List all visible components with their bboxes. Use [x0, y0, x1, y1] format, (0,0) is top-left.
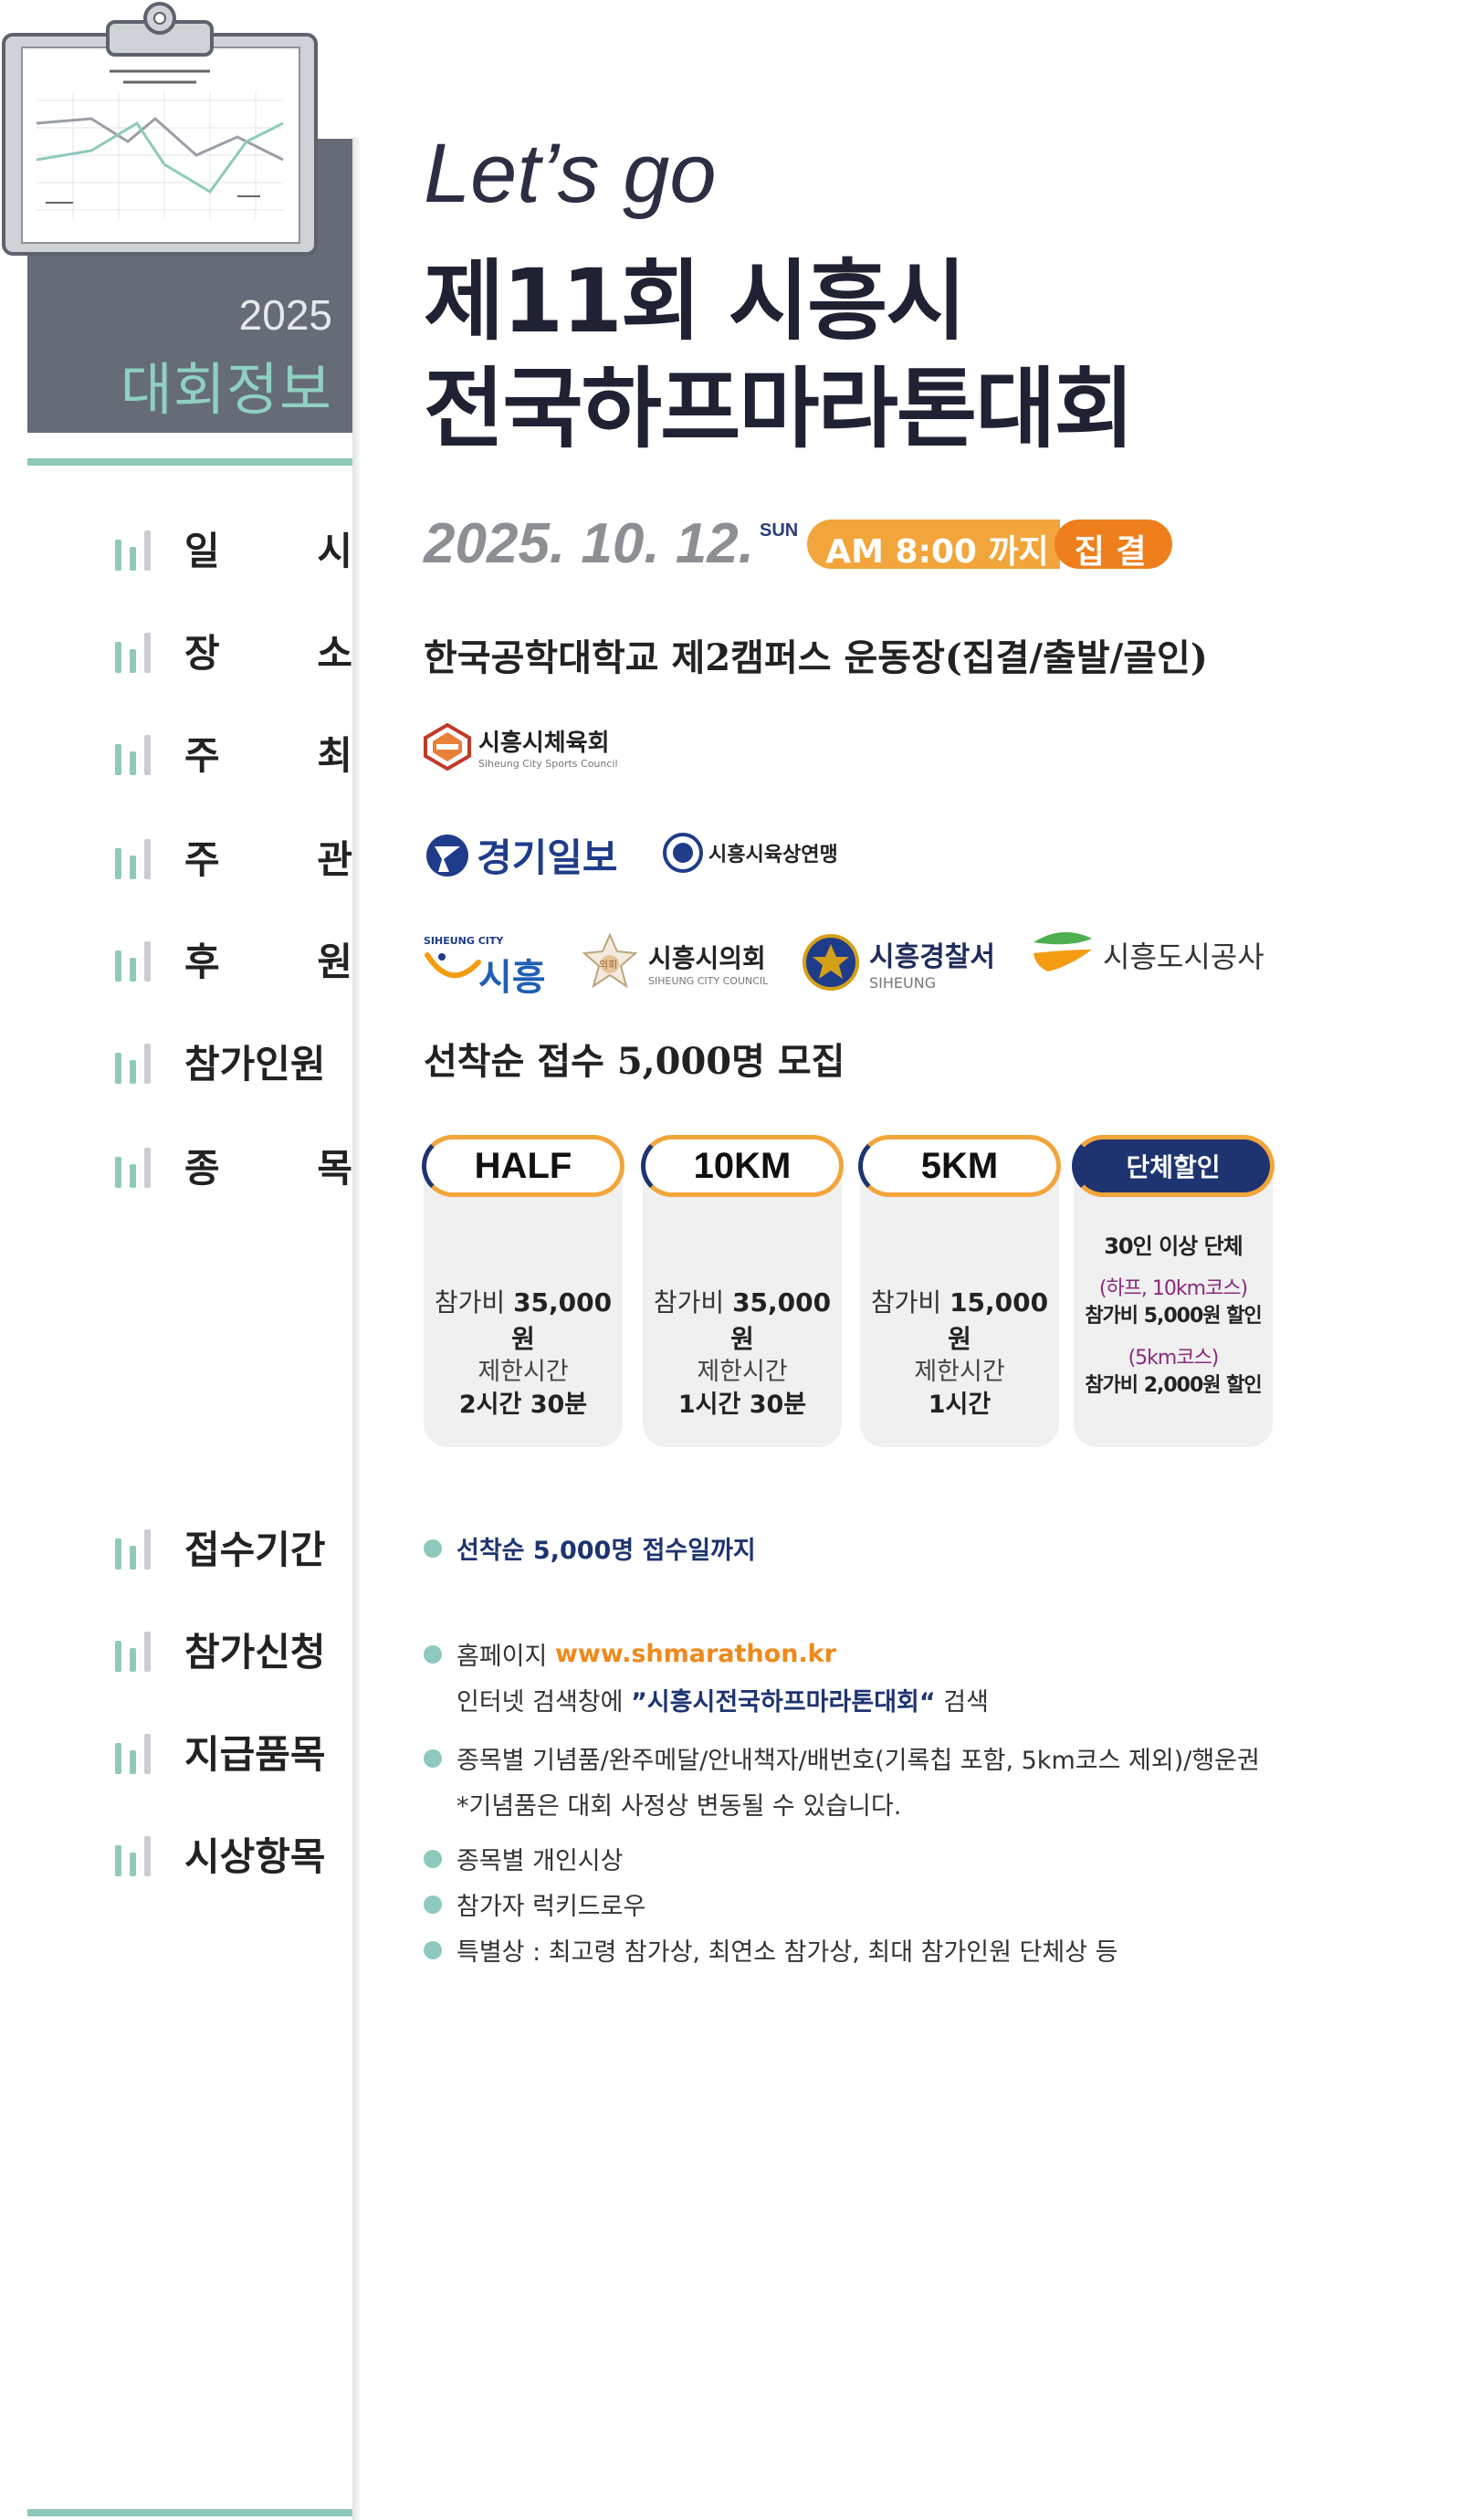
bullet-dot	[424, 1849, 442, 1868]
newspaper-emblem-icon	[426, 834, 468, 877]
sidebar-bottom-divider	[27, 2509, 352, 2516]
sponsor-council-logo: 의회 시흥시의회 SIHEUNG CITY COUNCIL	[581, 932, 769, 992]
application-search-hint: 인터넷 검색창에 ”시흥시전국하프마라톤대회“ 검색	[456, 1688, 989, 1717]
athletics-federation-name: 시흥시육상연맹	[708, 844, 838, 866]
event-title-line1: 제11회 시흥시	[424, 250, 967, 352]
council-seal-text: 의회	[599, 959, 618, 971]
council-name: 시흥시의회	[648, 942, 766, 973]
label-participants: 참가인원	[115, 1034, 352, 1088]
group-discount-title: 30인 이상 단체	[1104, 1234, 1243, 1259]
bar-icon	[115, 627, 159, 673]
bar-icon	[115, 834, 159, 879]
event-fee: 참가비 35,000원	[434, 1287, 613, 1354]
bullet-dot	[424, 1644, 442, 1664]
bullet-dot	[424, 1895, 442, 1914]
bar-icon	[115, 1728, 159, 1774]
label-registration-period: 접수기간	[115, 1519, 352, 1574]
council-seal-icon	[582, 932, 638, 989]
council-name-en: SIHEUNG CITY COUNCIL	[648, 974, 769, 987]
bar-icon	[115, 1038, 159, 1084]
event-fee: 참가비 35,000원	[653, 1287, 832, 1354]
application-homepage: 홈페이지 www.shmarathon.kr	[424, 1636, 836, 1672]
athletics-federation-emblem-icon	[663, 833, 703, 873]
gather-time: AM 8:00 까지	[807, 519, 1060, 569]
police-name-en: SIHEUNG	[869, 973, 937, 992]
bullet-dot	[424, 1748, 442, 1768]
organizer-athletics-logo: 시흥시육상연맹	[663, 833, 838, 873]
award-item: 특별상 : 최고령 참가상, 최연소 참가상, 최대 참가인원 단체상 등	[424, 1932, 1118, 1968]
award-item: 종목별 개인시상	[424, 1841, 623, 1876]
bar-icon	[115, 1626, 159, 1672]
bar-icon	[115, 730, 159, 775]
date-text: 2025. 10. 12.	[424, 512, 754, 575]
police-name: 시흥경찰서	[869, 940, 995, 973]
sponsor-siheung-city-logo: SIHEUNG CITY 시흥	[424, 931, 551, 999]
bar-icon	[115, 1831, 159, 1876]
host-logo: 시흥시체육회 Siheung City Sports Council	[424, 723, 618, 771]
day-of-week: SUN	[759, 520, 799, 541]
label-goods: 지급품목	[115, 1724, 352, 1779]
group-discount-1: 참가비 5,000원 할인	[1085, 1305, 1262, 1328]
registration-period: 선착순 5,000명 접수일까지	[424, 1530, 756, 1566]
urban-corp-name: 시흥도시공사	[1103, 940, 1264, 974]
police-badge-icon	[803, 934, 859, 991]
homepage-link[interactable]: www.shmarathon.kr	[554, 1640, 836, 1668]
bar-icon	[115, 525, 159, 571]
bar-icon	[115, 936, 159, 982]
event-tab: 10KM	[641, 1135, 844, 1197]
sponsor-urban-corp-logo: 시흥도시공사	[1030, 929, 1264, 981]
host-name: 시흥시체육회	[478, 730, 610, 757]
organizer-newspaper-logo: 경기일보	[424, 827, 618, 883]
event-date: 2025. 10. 12. SUN AM 8:00 까지 집 결	[424, 511, 1172, 576]
lets-go-heading: Let’s go	[424, 127, 717, 220]
group-course-2: (5km코스)	[1128, 1347, 1220, 1370]
sidebar-shadow	[352, 137, 362, 2520]
sidebar-year: 2025	[238, 291, 332, 339]
sponsor-police-logo: 시흥경찰서 SIHEUNG	[802, 933, 995, 992]
host-name-en: Siheung City Sports Council	[478, 758, 618, 770]
label-application: 참가신청	[115, 1622, 352, 1676]
urban-corp-leaf-icon	[1034, 931, 1092, 971]
bullet-dot	[424, 1538, 442, 1558]
label-awards: 시상항목	[115, 1826, 352, 1881]
newspaper-name: 경기일보	[477, 835, 618, 880]
city-logo-small-text: SIHEUNG CITY	[424, 935, 504, 947]
city-logo-text: 시흥	[478, 957, 546, 999]
gather-time-badge: AM 8:00 까지 집 결	[807, 519, 1172, 569]
bar-icon	[115, 1142, 159, 1188]
group-course-1: (하프, 10km코스)	[1098, 1277, 1248, 1300]
city-swoosh-icon	[425, 952, 481, 979]
bullet-dot	[424, 1940, 442, 1959]
sidebar-divider	[27, 458, 352, 466]
gather-label: 집 결	[1054, 519, 1172, 569]
group-discount-card: 단체할인 30인 이상 단체 (하프, 10km코스) 참가비 5,000원 할…	[1072, 1135, 1275, 1447]
goods-list: 종목별 기념품/완주메달/안내책자/배번호(기록칩 포함, 5km코스 제외)/…	[424, 1740, 1260, 1776]
sports-council-emblem-icon	[424, 723, 471, 771]
bar-icon	[115, 1524, 159, 1570]
event-fee: 참가비 15,000원	[870, 1287, 1049, 1354]
venue-text: 한국공학대학교 제2캠퍼스 운동장(집결/출발/골인)	[424, 636, 1208, 679]
sidebar-title: 대회정보	[120, 356, 332, 423]
event-tab: HALF	[422, 1135, 624, 1197]
award-item: 참가자 럭키드로우	[424, 1886, 645, 1922]
goods-note: *기념품은 대회 사정상 변동될 수 있습니다.	[456, 1792, 902, 1821]
participants-text: 선착순 접수 5,000명 모집	[424, 1040, 845, 1083]
event-tab: 5KM	[858, 1135, 1061, 1197]
group-discount-tab: 단체할인	[1072, 1135, 1275, 1197]
clipboard-chart-icon	[2, 2, 318, 256]
event-title-line2: 전국하프마라톤대회	[424, 358, 1135, 460]
group-discount-2: 참가비 2,000원 할인	[1085, 1374, 1262, 1397]
